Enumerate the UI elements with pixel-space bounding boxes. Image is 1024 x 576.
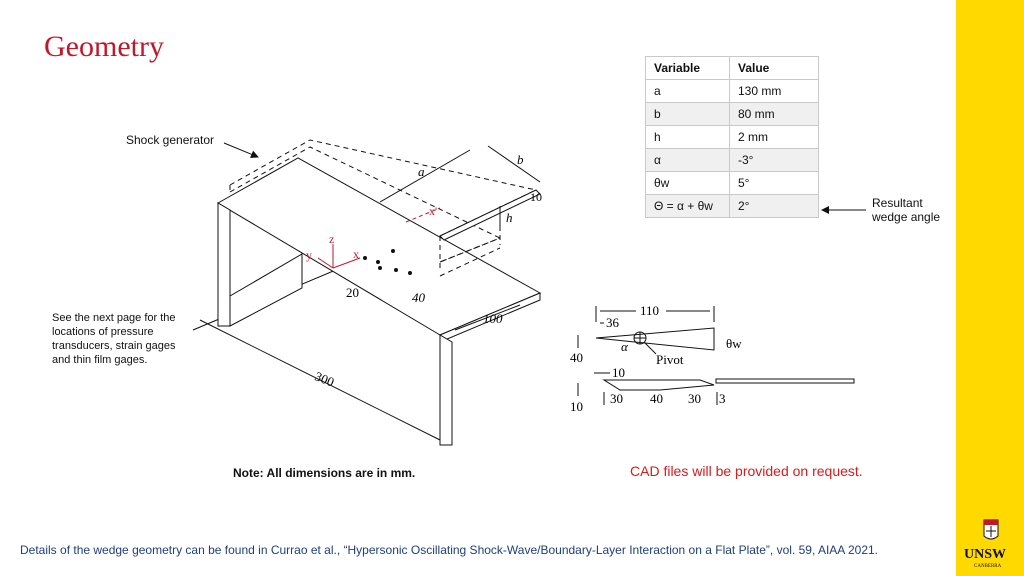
- dim-30-a: 30: [610, 391, 623, 406]
- wedge-side-view: Pivot α θw 110 36 40 10 10 30 40 30 3: [570, 303, 855, 414]
- table-row: a 130 mm: [645, 79, 819, 103]
- dim-10-a: 10: [612, 365, 625, 380]
- brand-sidebar: [956, 0, 1024, 576]
- value-cell: -3°: [729, 148, 819, 172]
- dim-b-line: [487, 145, 541, 183]
- shock-generator-arrow: [223, 142, 259, 159]
- dim-300: 300: [313, 368, 337, 389]
- slide-title: Geometry: [44, 30, 164, 63]
- dim-40: 40: [412, 290, 426, 305]
- dim-b: b: [517, 152, 524, 167]
- table-row: h 2 mm: [645, 125, 819, 149]
- see-next-page-label: See the next page for the locations of p…: [52, 312, 176, 366]
- plate-top-face: [217, 157, 542, 336]
- header-value: Value: [729, 56, 819, 80]
- var-cell: b: [645, 102, 730, 126]
- pivot-label: Pivot: [656, 352, 684, 367]
- dim-a: a: [418, 164, 425, 179]
- theta-w-label: θw: [726, 336, 742, 351]
- base-profile: [602, 379, 715, 391]
- alpha-label: α: [621, 339, 629, 354]
- y-axis: [317, 257, 334, 269]
- value-cell: 2 mm: [729, 125, 819, 149]
- value-cell: 130 mm: [729, 79, 819, 103]
- dim-40-side: 40: [570, 350, 583, 365]
- dim-h: h: [506, 210, 513, 225]
- dim-10-b: 10: [570, 399, 583, 414]
- x-axis: [332, 257, 361, 269]
- crest-icon: UNSW CANBERRA: [964, 519, 1006, 569]
- dim-a-line: [379, 149, 471, 203]
- x-prime-label: x': [429, 204, 437, 218]
- sensor-dots: [363, 249, 412, 275]
- plate-left-leg: [217, 202, 231, 327]
- resultant-angle-label: Resultant wedge angle: [872, 196, 940, 224]
- dimension-note: Note: All dimensions are in mm.: [233, 466, 416, 480]
- var-cell: Θ = α + θw: [645, 194, 730, 218]
- footer-reference: Details of the wedge geometry can be fou…: [20, 543, 879, 557]
- dim-40-base: 40: [650, 391, 663, 406]
- logo-subtext: CANBERRA: [974, 564, 1002, 569]
- z-label: z: [329, 232, 334, 246]
- dim-100: 100: [483, 311, 503, 326]
- table-row: Θ = α + θw 2°: [645, 194, 819, 218]
- dim-100-line: [454, 304, 521, 331]
- shock-generator-outline: [229, 139, 537, 277]
- variable-table: Variable Value a 130 mm b 80 mm h 2 mm α…: [645, 56, 819, 218]
- y-label: y: [306, 248, 312, 262]
- dim-20: 20: [346, 285, 359, 300]
- wedge-profile: [595, 327, 715, 351]
- geometry-diagram: a b 10 h x' z y x 20 40 100 300 Pivot α …: [192, 139, 866, 446]
- dim-10: 10: [530, 190, 542, 204]
- dim-36: 36: [606, 315, 620, 330]
- x-label: x: [353, 247, 359, 261]
- dim-30-b: 30: [688, 391, 701, 406]
- resultant-line-1: Resultant: [872, 196, 923, 210]
- dim-300-line: [199, 319, 441, 441]
- shock-generator-label: Shock generator: [126, 133, 215, 147]
- var-cell: a: [645, 79, 730, 103]
- plate-right-leg: [439, 334, 453, 446]
- unsw-logo: UNSW CANBERRA: [962, 518, 1020, 570]
- table-header-row: Variable Value: [645, 56, 819, 80]
- cad-note: CAD files will be provided on request.: [630, 463, 863, 479]
- logo-text: UNSW: [964, 547, 1006, 562]
- plate-profile: [715, 378, 855, 384]
- resultant-line-2: wedge angle: [872, 210, 941, 224]
- plate-left-support: [229, 253, 303, 327]
- dim-110: 110: [640, 303, 659, 318]
- wedge-edge: [439, 189, 541, 241]
- table-row: α -3°: [645, 148, 819, 172]
- dim-3: 3: [719, 391, 726, 406]
- var-cell: h: [645, 125, 730, 149]
- value-cell: 2°: [729, 194, 819, 218]
- x-prime-axis: [405, 207, 441, 223]
